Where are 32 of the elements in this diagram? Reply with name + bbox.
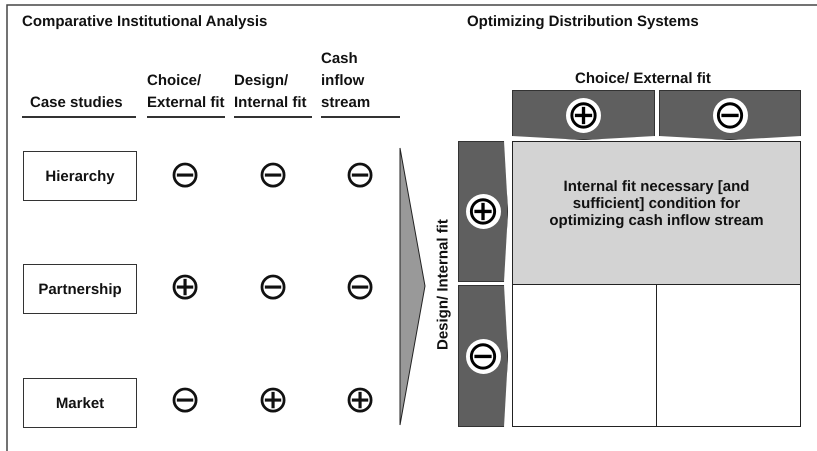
circled-sign: ⊕ xyxy=(343,380,377,420)
circled-sign: ⊖ xyxy=(256,267,290,307)
column-header: Cash inflow stream xyxy=(321,40,400,118)
circled-sign: ⊖ xyxy=(168,155,202,195)
column-header: Choice/ External fit xyxy=(147,40,225,118)
cell-text: Internal fit necessary [and sufficient] condition for optimizing cash inflow stream xyxy=(548,178,765,229)
header-tab xyxy=(458,141,508,282)
header-tab xyxy=(659,90,801,140)
matrix-cell xyxy=(656,284,801,427)
matrix-cell xyxy=(512,284,658,427)
case-box: Market xyxy=(23,378,137,428)
section-heading: Comparative Institutional Analysis xyxy=(22,13,268,30)
column-header: Case studies xyxy=(22,40,136,118)
circled-sign: ⊖ xyxy=(343,155,377,195)
header-tab xyxy=(458,285,508,427)
circled-sign: ⊖ xyxy=(168,380,202,420)
circled-sign: ⊖ xyxy=(712,98,748,132)
case-box: Partnership xyxy=(23,264,137,314)
circled-sign: ⊖ xyxy=(466,338,500,374)
circled-sign: ⊕ xyxy=(466,194,500,229)
header-tab xyxy=(512,90,655,140)
circled-sign: ⊖ xyxy=(256,155,290,195)
circled-sign: ⊖ xyxy=(343,267,377,307)
circled-sign: ⊕ xyxy=(168,267,202,307)
circled-sign: ⊕ xyxy=(256,380,290,420)
axis-label: Design/ Internal fit xyxy=(434,218,452,352)
circled-sign: ⊕ xyxy=(566,98,601,132)
section-heading: Choice/ External fit xyxy=(575,70,711,87)
case-box: Hierarchy xyxy=(23,151,137,201)
section-heading: Optimizing Distribution Systems xyxy=(467,13,699,30)
column-header: Design/ Internal fit xyxy=(234,40,312,118)
matrix-cell xyxy=(512,141,801,286)
